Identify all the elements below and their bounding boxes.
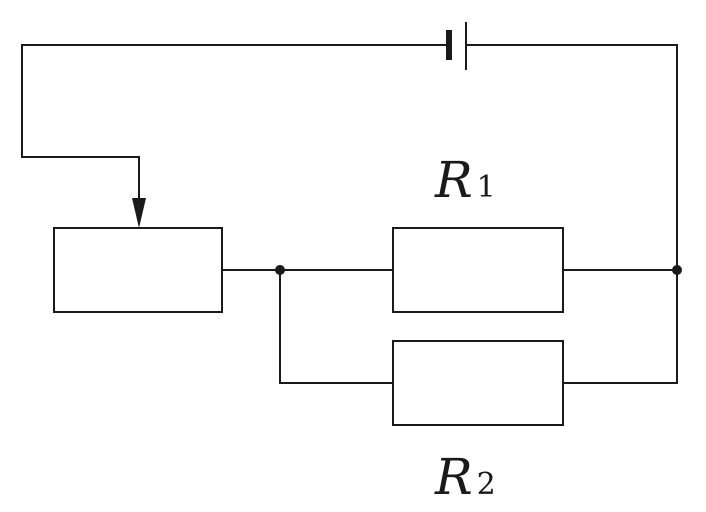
junction-left bbox=[275, 265, 285, 275]
label-r2-main: R bbox=[434, 448, 473, 506]
label-r1-main: R bbox=[434, 151, 473, 209]
wire-top-right bbox=[465, 44, 678, 271]
rheostat bbox=[53, 227, 223, 313]
wire-r2-to-node bbox=[562, 269, 678, 384]
junction-right bbox=[672, 265, 682, 275]
wire-node-to-r2 bbox=[279, 269, 394, 384]
wire-top-left bbox=[21, 44, 449, 201]
slider-arrow-icon bbox=[132, 198, 146, 228]
resistor-r1 bbox=[392, 227, 564, 313]
resistor-r2 bbox=[392, 340, 564, 426]
battery-negative-plate bbox=[446, 30, 452, 60]
battery-symbol bbox=[446, 22, 467, 70]
label-r1-sub: 1 bbox=[477, 170, 496, 205]
label-r2-sub: 2 bbox=[477, 467, 496, 502]
